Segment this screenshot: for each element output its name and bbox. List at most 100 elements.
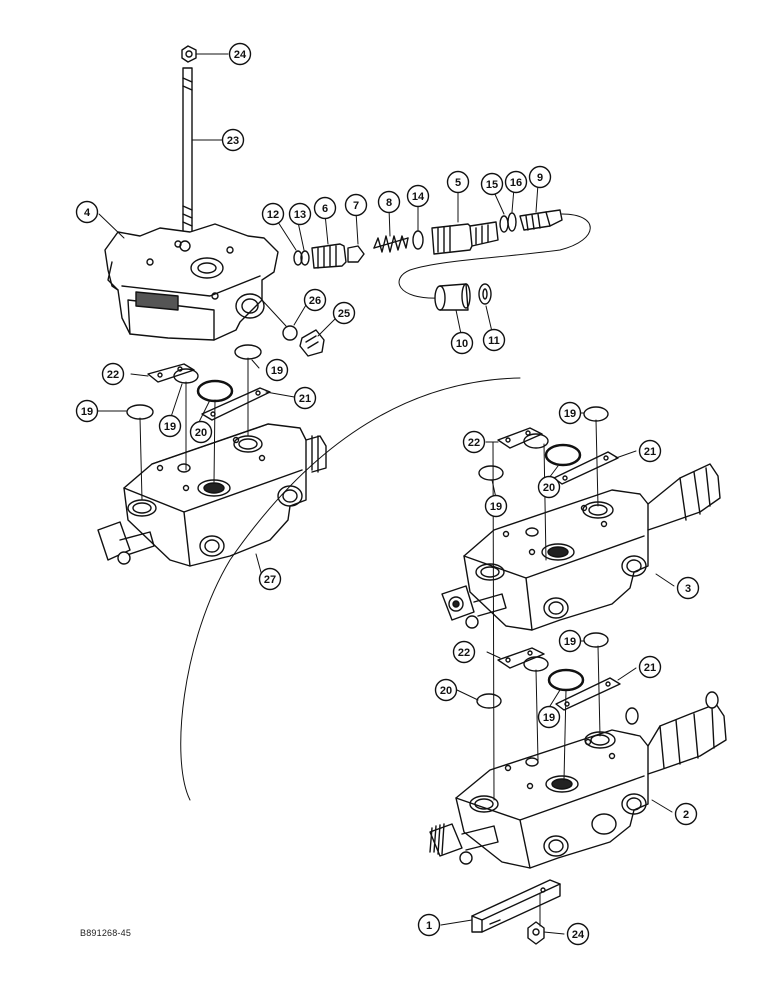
- callout-21: 21: [293, 386, 317, 410]
- callout-19: 19: [158, 414, 182, 438]
- plate-21-b: [553, 451, 619, 485]
- callout-label: 2: [683, 809, 689, 821]
- callout-circle: [293, 386, 317, 410]
- callout-circle: [446, 170, 470, 194]
- callout-24: 24: [228, 42, 252, 66]
- callout-22: 22: [462, 430, 486, 454]
- callout-19: 19: [265, 358, 289, 382]
- callout-label: 21: [644, 446, 656, 458]
- callout-circle: [482, 328, 506, 352]
- o-ring-19-d: [523, 433, 549, 449]
- callout-22: 22: [452, 640, 476, 664]
- figure-code: B891268-45: [80, 928, 132, 938]
- callout-circle: [377, 190, 401, 214]
- plate-22-mid: [497, 427, 543, 449]
- callout-19: 19: [558, 401, 582, 425]
- nut-11: [478, 283, 492, 305]
- plate-21-c: [555, 677, 621, 711]
- callout-label: 25: [338, 308, 350, 320]
- callout-label: 12: [267, 209, 279, 221]
- callout-20: 20: [434, 678, 458, 702]
- callout-label: 19: [164, 421, 176, 433]
- callout-label: 10: [456, 338, 468, 350]
- callout-label: 20: [543, 482, 555, 494]
- callout-label: 20: [440, 685, 452, 697]
- callout-23: 23: [221, 128, 245, 152]
- callout-12: 12: [261, 202, 285, 226]
- ring-13: [300, 250, 310, 266]
- valve-section-27: [97, 423, 327, 567]
- callout-25: 25: [332, 301, 356, 325]
- callout-label: 24: [234, 49, 247, 61]
- callout-label: 7: [353, 200, 359, 212]
- callout-20: 20: [189, 420, 213, 444]
- callout-26: 26: [303, 288, 327, 312]
- callout-7: 7: [344, 193, 368, 217]
- callout-label: 4: [84, 207, 91, 219]
- o-ring-19-e: [583, 406, 609, 422]
- stud-nut-top: [181, 45, 197, 63]
- callout-label: 13: [294, 209, 306, 221]
- callout-10: 10: [450, 331, 474, 355]
- o-ring-19-g: [523, 656, 549, 672]
- callout-label: 19: [271, 365, 283, 377]
- poppet-7: [347, 245, 365, 263]
- callout-circle: [638, 655, 662, 679]
- connecting-tube: [180, 377, 521, 801]
- callout-6: 6: [313, 196, 337, 220]
- callout-label: 24: [572, 929, 585, 941]
- valve-section-3: [441, 463, 721, 631]
- callout-circle: [313, 196, 337, 220]
- callout-19: 19: [75, 399, 99, 423]
- callout-label: 5: [455, 177, 461, 189]
- o-ring-20-a: [196, 379, 234, 403]
- callout-circle: [228, 42, 252, 66]
- callout-circle: [344, 193, 368, 217]
- callout-1: 1: [417, 913, 441, 937]
- callout-circle: [261, 202, 285, 226]
- callout-label: 22: [107, 369, 119, 381]
- callout-label: 19: [564, 636, 576, 648]
- fitting-9: [519, 209, 563, 231]
- callout-3: 3: [676, 576, 700, 600]
- callout-circle: [462, 430, 486, 454]
- callout-label: 20: [195, 427, 207, 439]
- callout-label: 15: [486, 179, 498, 191]
- callout-label: 16: [510, 177, 522, 189]
- callout-label: 3: [685, 583, 691, 595]
- callout-label: 6: [322, 203, 328, 215]
- callout-circle: [566, 922, 590, 946]
- callout-9: 9: [528, 165, 552, 189]
- callout-20: 20: [537, 475, 561, 499]
- o-ring-19-h: [583, 632, 609, 648]
- bracket-1: [471, 879, 561, 933]
- callout-circle: [638, 439, 662, 463]
- plate-22-low: [497, 647, 545, 669]
- callout-8: 8: [377, 190, 401, 214]
- valve-section-2: [429, 691, 727, 869]
- callout-label: 8: [386, 197, 392, 209]
- o-ring-19-b: [234, 344, 262, 360]
- callout-label: 19: [543, 712, 555, 724]
- callout-circle: [504, 170, 528, 194]
- callout-circle: [158, 414, 182, 438]
- callout-circle: [189, 420, 213, 444]
- callout-19: 19: [558, 629, 582, 653]
- callout-label: 23: [227, 135, 239, 147]
- callout-13: 13: [288, 202, 312, 226]
- callout-label: 14: [412, 191, 425, 203]
- callout-16: 16: [504, 170, 528, 194]
- callout-circle: [75, 200, 99, 224]
- callout-4: 4: [75, 200, 99, 224]
- plate-21-a: [201, 387, 271, 421]
- callout-circle: [406, 184, 430, 208]
- leader-line-9-to-10: [398, 213, 591, 299]
- o-ring-12: [293, 250, 303, 266]
- callout-circle: [258, 567, 282, 591]
- callout-label: 27: [264, 574, 276, 586]
- callout-circle: [674, 802, 698, 826]
- callout-circle: [101, 362, 125, 386]
- callout-circle: [265, 358, 289, 382]
